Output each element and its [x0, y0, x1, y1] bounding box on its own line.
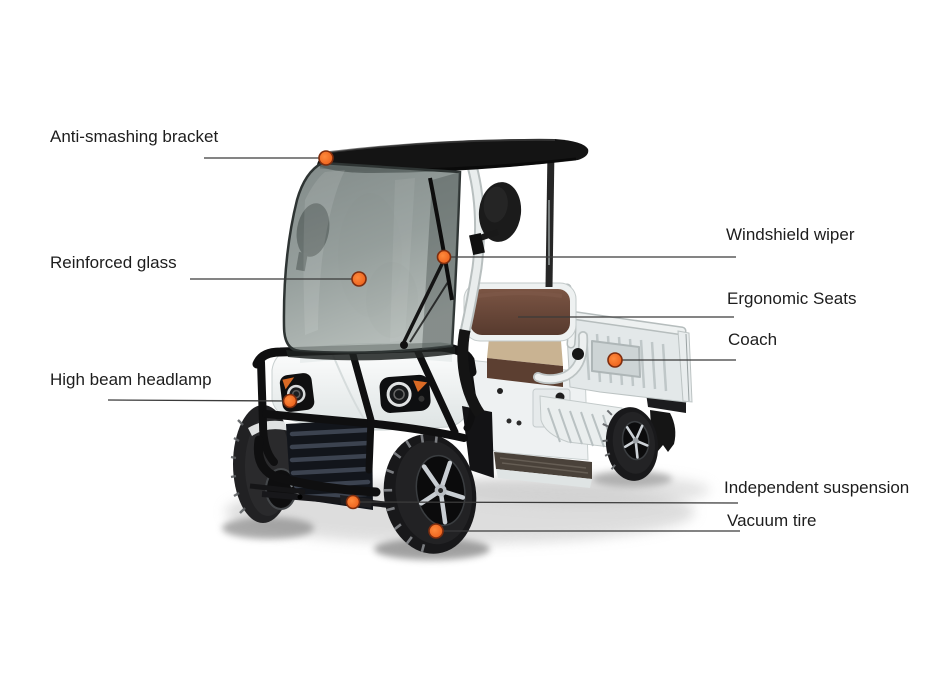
marker-dot-anti-smashing-bracket — [318, 150, 334, 166]
seats — [463, 282, 589, 385]
marker-dots — [282, 150, 623, 539]
marker-dot-high-beam-headlamp — [282, 393, 298, 409]
marker-dot-independent-suspension — [345, 494, 361, 510]
headlight-left — [279, 373, 315, 412]
label-windshield-wiper: Windshield wiper — [726, 225, 855, 244]
right-headrest — [478, 182, 522, 242]
headlight-right — [379, 374, 431, 413]
windshield-glass — [282, 161, 462, 354]
label-independent-suspension: Independent suspension — [724, 478, 910, 497]
leader-line-high-beam-headlamp — [107, 399, 291, 402]
label-high-beam-headlamp: High beam headlamp — [50, 370, 212, 389]
front-right-wheel — [383, 434, 477, 554]
label-ergonomic-seats: Ergonomic Seats — [727, 289, 857, 308]
annotation-layer — [107, 157, 740, 532]
rear-wheel — [602, 407, 659, 481]
marker-dot-reinforced-glass — [351, 271, 367, 287]
leader-line-independent-suspension — [352, 501, 739, 504]
marker-dot-vacuum-tire — [428, 523, 444, 539]
windshield-assembly — [282, 161, 522, 361]
label-coach: Coach — [728, 330, 778, 349]
marker-dot-windshield-wiper — [436, 249, 452, 265]
label-anti-smashing-bracket: Anti-smashing bracket — [50, 127, 219, 146]
label-vacuum-tire: Vacuum tire — [727, 511, 817, 530]
label-reinforced-glass: Reinforced glass — [50, 253, 177, 272]
marker-dot-coach — [607, 352, 623, 368]
windshield-wiper-blade — [400, 177, 454, 349]
